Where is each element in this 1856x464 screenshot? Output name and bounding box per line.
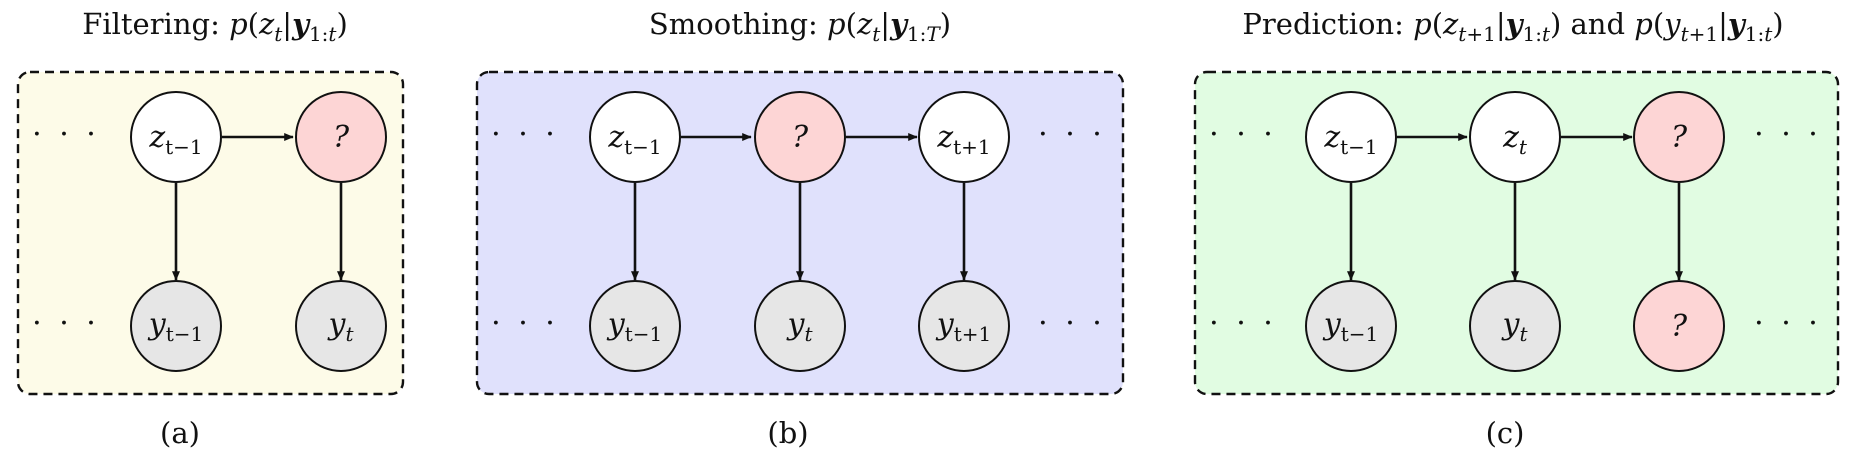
node-query-z bbox=[295, 91, 387, 183]
node-y-t-minus-1-label: yt−1 bbox=[147, 307, 203, 346]
node-y-t-label: yt bbox=[1501, 307, 1529, 346]
dots-right-bottom: · · · bbox=[1038, 306, 1106, 341]
panel-b-caption: (b) bbox=[767, 416, 808, 450]
panel-b-title: Smoothing: p(zt|y1:T) bbox=[649, 7, 951, 46]
dots-right-bottom: · · · bbox=[1754, 306, 1822, 341]
node-query-y-label: ? bbox=[1671, 309, 1688, 344]
node-y-t-label: yt bbox=[786, 307, 814, 346]
node-query-z-label: ? bbox=[792, 120, 809, 155]
dots-left-bottom: · · · bbox=[1209, 306, 1277, 341]
panel-a: Filtering: p(zt|y1:t) · · · · · · zt−1 ?… bbox=[16, 7, 405, 450]
node-y-t-minus-1-label: yt−1 bbox=[1322, 307, 1378, 346]
node-y-t-minus-1 bbox=[1305, 280, 1397, 372]
dots-left-bottom: · · · bbox=[32, 306, 100, 341]
node-z-t-plus-1 bbox=[918, 91, 1010, 183]
node-y-t bbox=[1469, 280, 1561, 372]
panel-c: Prediction: p(zt+1|y1:t) and p(yt+1|y1:t… bbox=[1193, 7, 1840, 450]
panel-a-caption: (a) bbox=[160, 416, 200, 450]
node-z-t-minus-1-label: zt−1 bbox=[607, 120, 661, 159]
node-z-t-minus-1 bbox=[1305, 91, 1397, 183]
node-query-z bbox=[1633, 91, 1725, 183]
node-z-t-minus-1 bbox=[130, 91, 222, 183]
node-query-z-label: ? bbox=[333, 120, 350, 155]
node-z-t-minus-1 bbox=[589, 91, 681, 183]
dots-right-top: · · · bbox=[1754, 117, 1822, 152]
node-y-t bbox=[754, 280, 846, 372]
node-y-t-label: yt bbox=[327, 307, 355, 346]
node-z-t-label: zt bbox=[1502, 120, 1528, 159]
node-query-z bbox=[754, 91, 846, 183]
node-z-t-plus-1-label: zt+1 bbox=[936, 120, 990, 159]
dots-left-top: · · · bbox=[32, 117, 100, 152]
node-query-y bbox=[1633, 280, 1725, 372]
node-y-t bbox=[295, 280, 387, 372]
node-y-t-minus-1 bbox=[130, 280, 222, 372]
dots-right-top: · · · bbox=[1038, 117, 1106, 152]
dots-left-top: · · · bbox=[491, 117, 559, 152]
node-y-t-plus-1 bbox=[918, 280, 1010, 372]
node-z-t-minus-1-label: zt−1 bbox=[148, 120, 202, 159]
dots-left-bottom: · · · bbox=[491, 306, 559, 341]
node-query-z-label: ? bbox=[1671, 120, 1688, 155]
panel-c-caption: (c) bbox=[1486, 416, 1525, 450]
dots-left-top: · · · bbox=[1209, 117, 1277, 152]
panel-a-title: Filtering: p(zt|y1:t) bbox=[82, 7, 348, 46]
panel-c-title: Prediction: p(zt+1|y1:t) and p(yt+1|y1:t… bbox=[1242, 7, 1783, 46]
node-z-t bbox=[1469, 91, 1561, 183]
node-y-t-minus-1-label: yt−1 bbox=[606, 307, 662, 346]
node-z-t-minus-1-label: zt−1 bbox=[1323, 120, 1377, 159]
node-y-t-minus-1 bbox=[589, 280, 681, 372]
node-y-t-plus-1-label: yt+1 bbox=[935, 307, 991, 346]
panel-b: Smoothing: p(zt|y1:T) · · · · · · · · · … bbox=[475, 7, 1125, 450]
